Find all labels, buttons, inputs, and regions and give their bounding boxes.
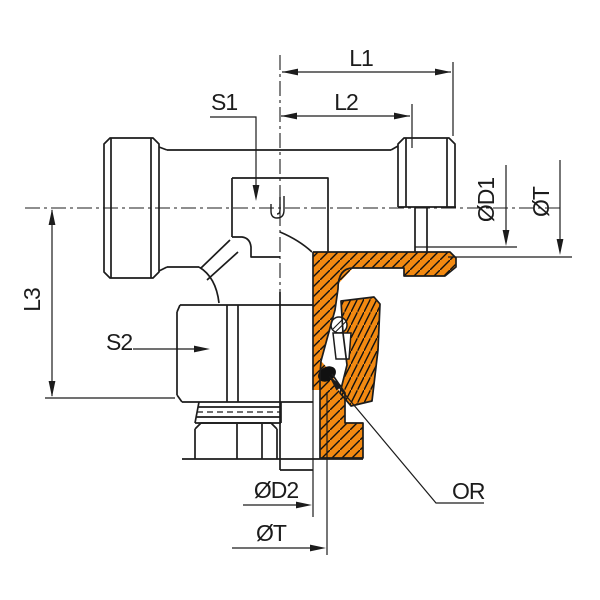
arrow-d1 xyxy=(502,230,510,246)
label-t-bottom: ØT xyxy=(256,520,287,546)
arrowheads xyxy=(48,68,564,552)
section-cut-outlines xyxy=(312,251,457,459)
arrow-l3-top xyxy=(48,209,56,225)
left-hex-chamfer xyxy=(158,146,168,272)
section-nut-fill xyxy=(340,297,380,406)
section-cut-fills xyxy=(313,252,456,458)
bottom-hex xyxy=(194,422,278,459)
swivel-nut xyxy=(176,304,313,403)
stud-tube-lines xyxy=(414,207,428,252)
cutting-ring-ball xyxy=(330,316,348,334)
label-l1: L1 xyxy=(349,45,373,71)
port-fillet-fill xyxy=(313,268,353,302)
fitting-outlines xyxy=(103,137,456,471)
cavity-details xyxy=(318,289,352,393)
label-l3: L3 xyxy=(19,288,45,312)
port-foot-fill xyxy=(320,362,363,458)
arrow-or xyxy=(329,376,343,391)
branch-funnel xyxy=(198,239,239,304)
port-foot-outline xyxy=(319,373,364,459)
label-s2: S2 xyxy=(106,329,132,355)
center-body-block xyxy=(231,177,329,258)
arrow-l1-left xyxy=(282,68,298,76)
arrow-d2 xyxy=(296,501,312,509)
body-tube-edges xyxy=(167,149,391,268)
port-flange-fill xyxy=(313,252,456,276)
arrow-t-right xyxy=(556,239,564,255)
dimension-labels: L1 L2 S1 ØD1 ØT L3 S2 ØD2 ØT OR xyxy=(19,45,554,546)
section-nut-outline xyxy=(339,296,381,407)
arrow-l1-right xyxy=(435,68,451,76)
label-d2: ØD2 xyxy=(254,477,299,503)
arrow-s2 xyxy=(194,345,210,353)
left-hex-facets xyxy=(110,138,152,278)
leader-s1 xyxy=(210,116,257,186)
label-or: OR xyxy=(452,478,485,504)
right-hex-chamfer xyxy=(390,145,399,151)
label-t-right: ØT xyxy=(528,186,554,217)
left-hex-nut xyxy=(103,137,160,279)
label-d1: ØD1 xyxy=(473,178,499,223)
arrow-l2-left xyxy=(281,112,297,120)
port-flange-outline xyxy=(313,251,457,375)
center-lines xyxy=(25,55,560,292)
lock-slot-detail xyxy=(270,196,285,219)
arrow-l3-bottom xyxy=(48,381,56,397)
label-l2: L2 xyxy=(334,89,358,115)
cutting-ring-ferrule xyxy=(332,332,352,360)
body-hub-fillet xyxy=(279,231,313,253)
right-hex-facets xyxy=(405,138,448,207)
arrow-t-bottom xyxy=(310,544,326,552)
arrow-l2-right xyxy=(394,112,410,120)
label-s1: S1 xyxy=(211,89,237,115)
leader-or xyxy=(331,378,484,504)
arrow-s1 xyxy=(252,185,260,201)
o-ring xyxy=(318,366,336,382)
tube-stub xyxy=(279,292,313,471)
dimension-lines xyxy=(45,62,572,555)
